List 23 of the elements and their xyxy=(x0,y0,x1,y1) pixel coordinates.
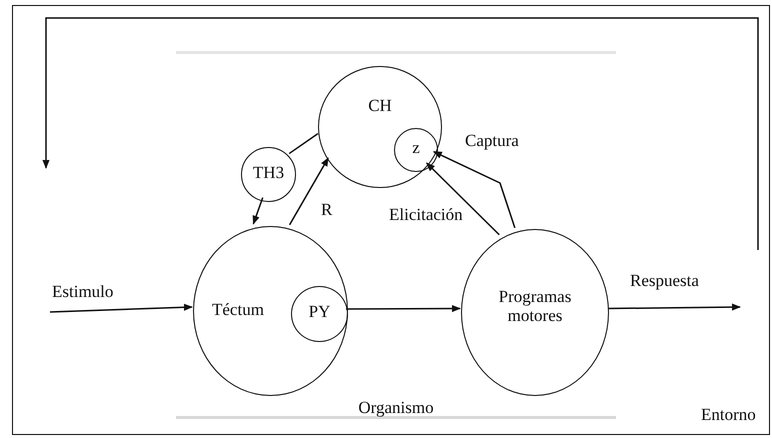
circle-node xyxy=(394,128,438,172)
arrow xyxy=(50,304,193,313)
edge-label: Captura xyxy=(465,132,519,151)
node-label: Téctum xyxy=(212,301,264,320)
arrow xyxy=(252,197,264,225)
circle-node xyxy=(291,286,348,342)
node-label: Organismo xyxy=(357,399,435,418)
circle-node xyxy=(193,226,348,396)
arrow xyxy=(432,150,516,228)
node-label: PY xyxy=(308,303,332,322)
arrow xyxy=(608,304,741,311)
node-label: z xyxy=(411,139,421,158)
node-label: Entorno xyxy=(701,406,756,425)
circle-node xyxy=(241,147,296,202)
arrow xyxy=(426,162,500,236)
node-label: Programas motores xyxy=(498,288,572,326)
node-label: CH xyxy=(367,97,393,116)
edge-label: Respuesta xyxy=(630,272,699,291)
circle-node xyxy=(461,229,609,396)
circle-node xyxy=(318,66,442,188)
arrow xyxy=(288,157,329,226)
arrow xyxy=(346,304,461,312)
node-label: TH3 xyxy=(252,164,286,183)
